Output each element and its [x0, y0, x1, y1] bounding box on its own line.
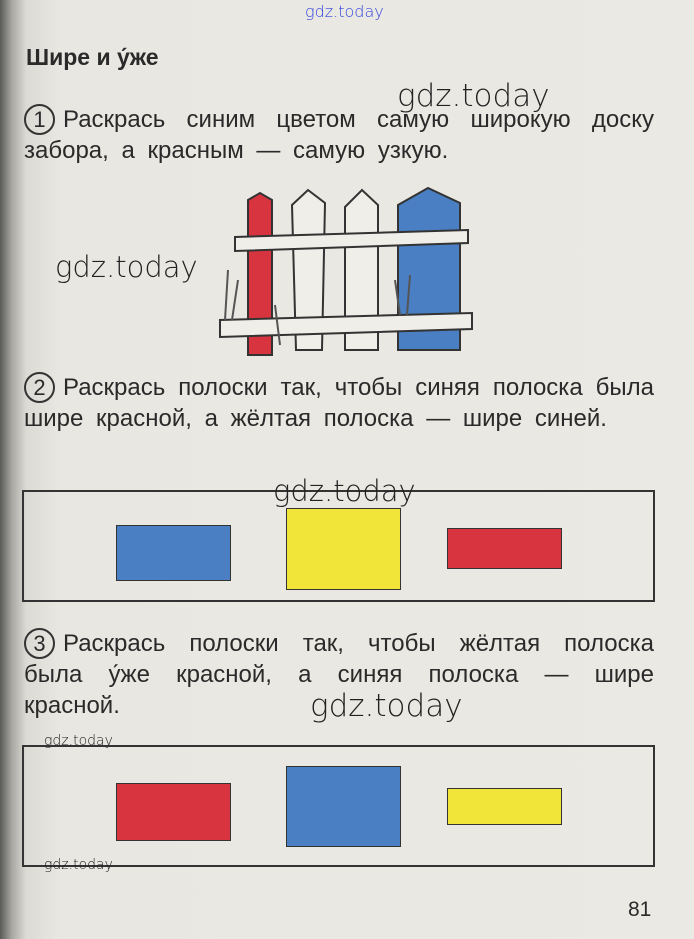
fence-illustration	[219, 186, 473, 356]
task-text: Раскрась полоски так, чтобы синяя полоск…	[24, 374, 654, 432]
strips-frame-3	[22, 745, 655, 867]
fence-rail-top	[234, 228, 469, 253]
watermark: gdz.today	[44, 857, 113, 873]
task-number: 3	[24, 628, 55, 659]
watermark: gdz.today	[397, 78, 550, 114]
fence-rail-bottom	[219, 311, 473, 339]
watermark: gdz.today	[273, 474, 416, 508]
strip-blue	[286, 766, 401, 847]
task-number: 1	[24, 104, 55, 135]
strips-frame-2	[22, 490, 655, 602]
strip-red	[116, 783, 231, 841]
watermark: gdz.today	[55, 250, 198, 284]
watermark: gdz.today	[310, 688, 463, 724]
task-text: Раскрась синим цветом самую широкую доск…	[24, 106, 654, 164]
page-number: 81	[628, 898, 652, 921]
page-title: Шире и у́же	[26, 44, 159, 70]
watermark: gdz.today	[305, 2, 384, 21]
strip-yellow	[286, 508, 401, 590]
grass	[224, 269, 411, 346]
strip-red	[447, 528, 562, 569]
strip-yellow	[447, 788, 562, 825]
strip-blue	[116, 525, 231, 581]
task-text: Раскрась полоски так, чтобы жёлтая полос…	[24, 630, 654, 719]
task-number: 2	[24, 372, 55, 403]
